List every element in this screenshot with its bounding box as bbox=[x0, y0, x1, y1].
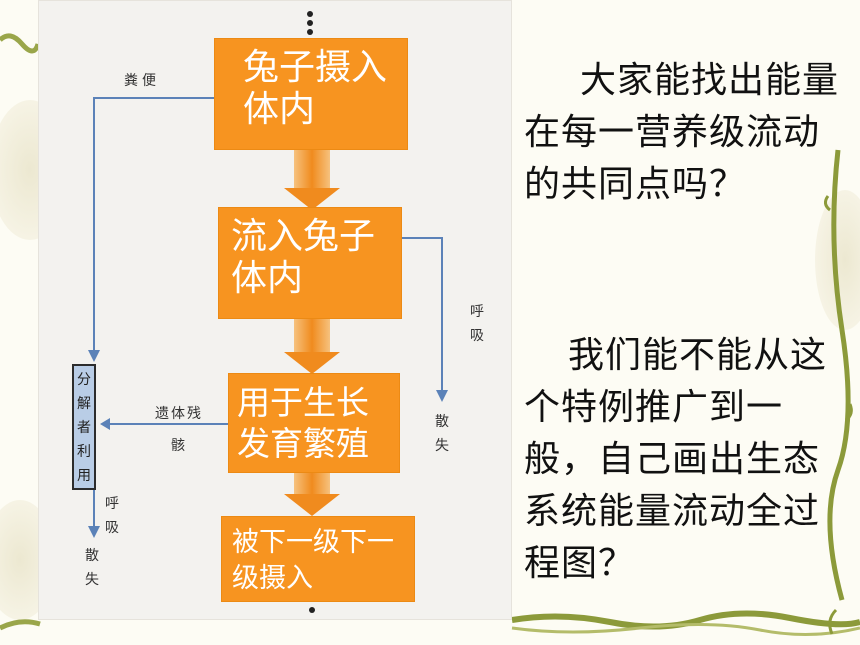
top-dots-icon bbox=[307, 11, 313, 35]
respiration-right-arrow bbox=[402, 237, 448, 402]
question-draw-full-diagram: 我们能不能从这个特例推广到一般，自己画出生态系统能量流动全过程图？ bbox=[524, 335, 828, 584]
label-respiration-left: 呼吸 bbox=[105, 496, 119, 536]
label-dissipate-left: 散失 bbox=[85, 548, 99, 588]
box-eaten-into-rabbit: 兔子摄入体内 bbox=[214, 38, 408, 150]
energy-flow-diagram: 兔子摄入体内 流入兔子体内 用于生长发育繁殖 被下一级下一级摄入 粪便 呼吸 散… bbox=[38, 0, 512, 620]
box-flow-into-rabbit: 流入兔子体内 bbox=[218, 207, 402, 319]
feces-arrow bbox=[88, 97, 214, 362]
main-flow-arrows bbox=[284, 150, 340, 516]
bottom-dot-icon bbox=[309, 607, 315, 613]
diagram-lines bbox=[88, 11, 448, 613]
remains-arrow bbox=[100, 418, 228, 430]
question-common-features: 大家能找出能量在每一营养级流动的共同点吗？ bbox=[524, 60, 840, 205]
decomposer-box: 分解者利用 bbox=[72, 364, 96, 490]
label-dissipate-right: 散失 bbox=[435, 414, 449, 454]
label-feces: 粪便 bbox=[124, 73, 160, 89]
label-respiration-right: 呼吸 bbox=[470, 304, 484, 344]
label-remains: 遗体残骸 bbox=[155, 406, 203, 454]
decomposer-respiration-arrow bbox=[88, 490, 100, 538]
box-eaten-by-next-level: 被下一级下一级摄入 bbox=[221, 516, 415, 602]
box-growth-reproduction: 用于生长发育繁殖 bbox=[228, 373, 400, 473]
